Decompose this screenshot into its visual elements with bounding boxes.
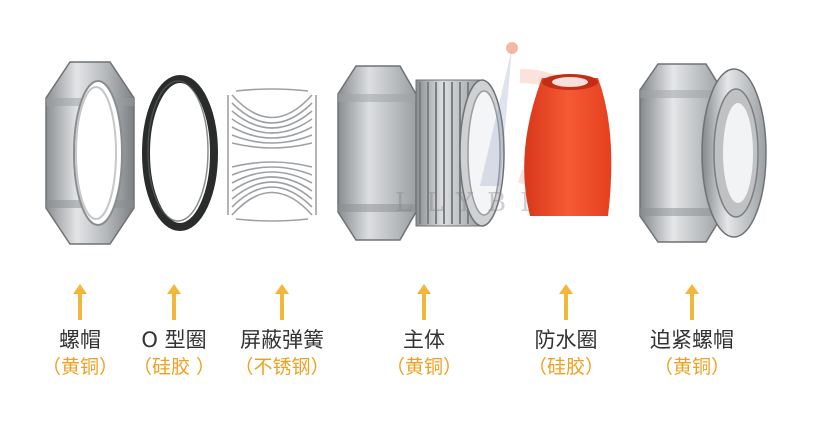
arrow-up-icon [167,284,181,320]
arrow-up-icon [685,284,699,320]
part-label-body: 主体 （黄铜） [354,326,494,380]
part-material: （硅胶） [527,356,604,378]
o-ring-icon [142,75,218,231]
seal-ring-icon [524,74,612,216]
part-label-spring: 屏蔽弹簧 （不锈钢） [212,326,352,380]
part-material: （黄铜） [653,356,730,378]
part-material: （硅胶 ） [132,356,216,378]
arrow-up-icon [275,284,289,320]
arrow-up-icon [417,284,431,320]
hex-nut-icon [45,61,135,245]
part-name: 屏蔽弹簧 [240,328,324,352]
part-name: 防水圈 [534,328,598,352]
threaded-body-icon [337,65,505,241]
part-label-cap: 迫紧螺帽 （黄铜） [622,326,762,380]
arrow-up-icon [73,284,87,320]
part-label-oring: O 型圈 （硅胶 ） [104,326,244,380]
part-material: （不锈钢） [234,356,330,378]
part-label-nut: 螺帽 （黄铜） [10,326,150,380]
part-name: 螺帽 [59,328,101,352]
part-material: （黄铜） [41,356,118,378]
part-material: （黄铜） [385,356,462,378]
part-name: 主体 [403,328,445,352]
spring-icon [227,88,317,222]
part-name: O 型圈 [141,328,207,352]
part-label-seal: 防水圈 （硅胶） [496,326,636,380]
dome-cap-icon [639,63,767,243]
part-name: 迫紧螺帽 [650,328,734,352]
arrow-up-icon [559,284,573,320]
